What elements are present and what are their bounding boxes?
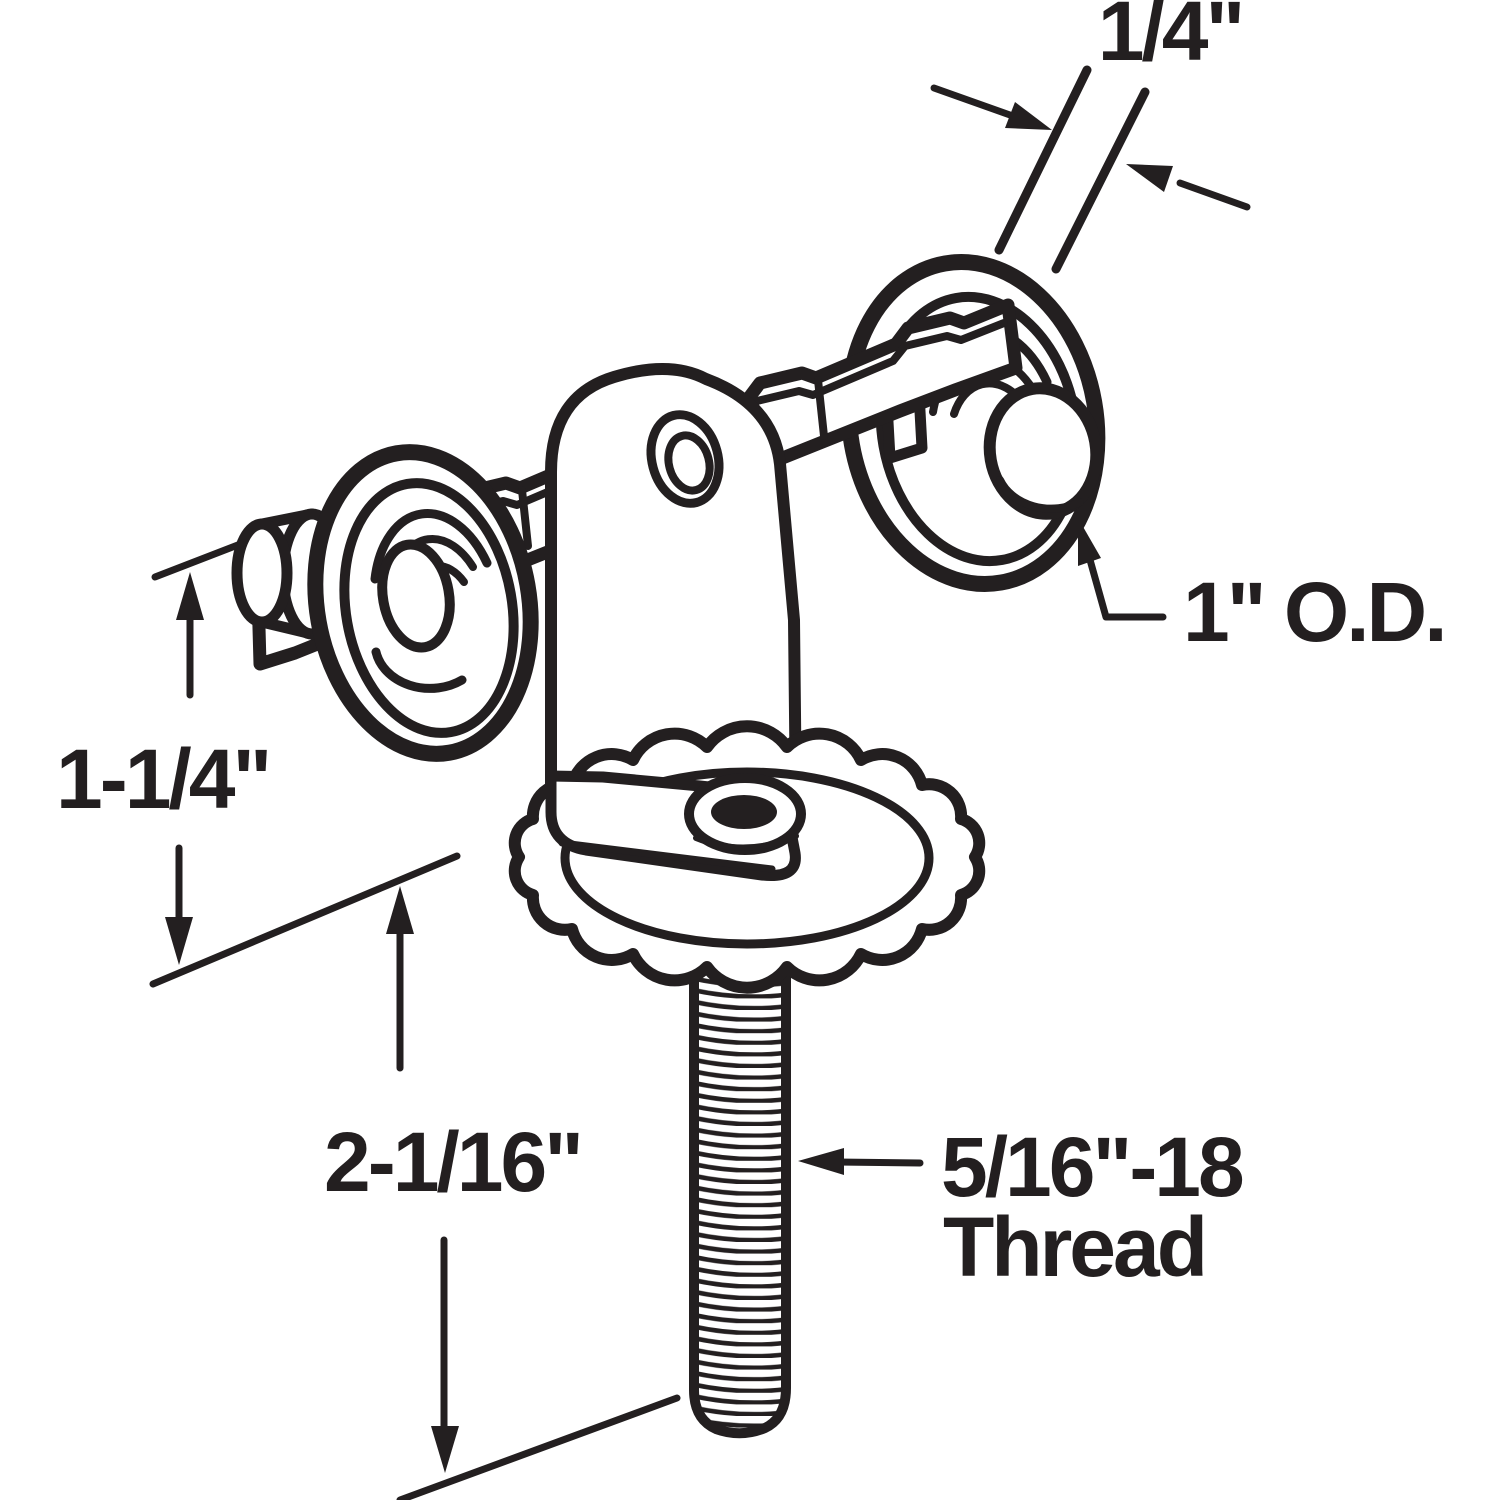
left-wheel-hub-lip-arc [371,647,467,693]
roller-height-label: 1-1/4" [56,732,269,826]
stem-grommet-hole [711,795,777,829]
dim-track-arrow-left-line [930,84,1014,119]
dim-stem-extension-bottom [396,1394,681,1500]
left-wheel-ring [339,478,519,738]
dim-thread-spec: 5/16"-18 Thread [798,1120,1246,1294]
dim-stem-length: 2-1/16" [324,886,681,1500]
dim-od-leader-line [1081,538,1167,621]
bracket-plate [545,363,802,814]
bracket-plate-face [545,363,802,814]
right-wheel-hubcap [983,382,1103,520]
stem-length-label: 2-1/16" [324,1115,581,1209]
thread-spec-label-line1: 5/16"-18 [941,1120,1243,1214]
track-rail-edge-left [994,65,1092,255]
left-wheel [231,444,539,762]
rivet-hole-inner [664,431,714,495]
thread-spec-label-line2: Thread [943,1200,1205,1294]
stem-grommet-lip [693,833,799,851]
scalloped-washer-face-edge [560,767,934,949]
dim-wheel-od: 1" O.D. [1078,518,1448,659]
dim-roller-height: 1-1/4" [56,539,461,988]
wheel-od-label: 1" O.D. [1183,565,1445,659]
dim-thread-arrow-line [832,1158,924,1167]
left-wheel-stub-tip [231,518,293,628]
dim-stem-arrow-up-head [386,886,414,934]
track-rail-edge-right [1051,87,1150,274]
right-wheel-hub-lip-arc [996,476,1084,513]
threaded-stem [689,945,791,1439]
track-thickness-label: 1/4" [1098,0,1243,78]
left-wheel-groove-arc-1 [370,509,492,584]
threaded-stem-threads [689,945,791,1439]
dim-height-arrow-up-head [176,572,204,620]
dim-track-arrow-left-head [1005,102,1052,130]
dim-thread-arrow-head [798,1148,844,1175]
dim-track-arrow-right-line [1176,179,1251,211]
dim-track-thickness: 1/4" [930,0,1251,211]
dim-stem-arrow-down-head [431,1426,459,1473]
mounting-foot-crease [558,839,776,873]
left-wheel-hubcap [377,539,455,653]
dim-height-extension-top [151,539,247,581]
dim-height-extension-bottom [149,852,461,988]
rivet-hole-outer [646,410,724,508]
track-rail-lines [994,65,1150,274]
stem-grommet [684,773,806,855]
dim-track-arrow-right-head [1126,164,1173,192]
dim-height-arrow-down-head [165,917,193,965]
dim-od-arrow-head [1078,518,1101,566]
